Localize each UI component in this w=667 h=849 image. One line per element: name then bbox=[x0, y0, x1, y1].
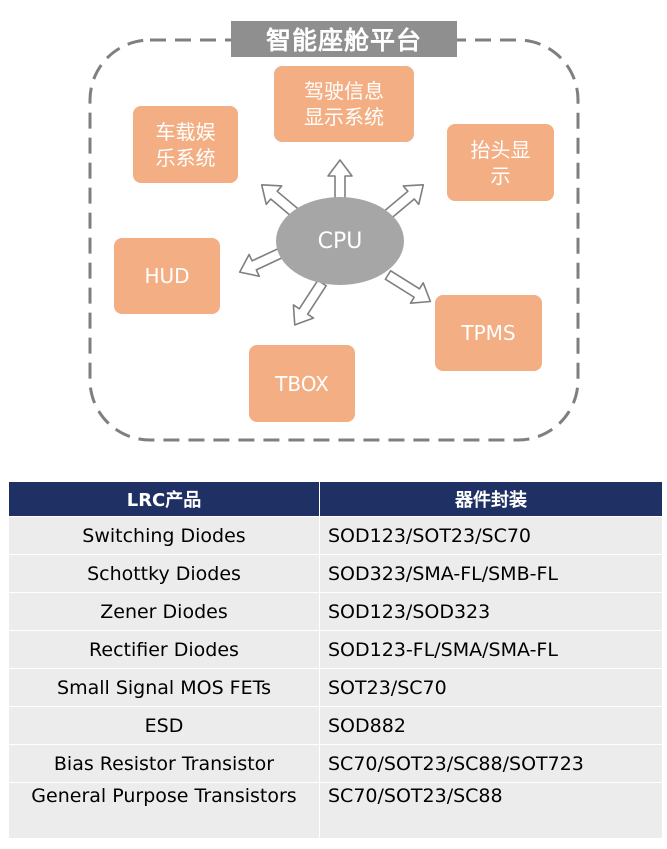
table-row: Zener Diodes SOD123/SOD323 bbox=[8, 592, 663, 631]
package-cell: SOD323/SMA-FL/SMB-FL bbox=[319, 554, 663, 593]
package-cell: SOD882 bbox=[319, 706, 663, 745]
node-infotainment: 车载娱乐系统 bbox=[133, 106, 238, 183]
node-driving-info-display: 驾驶信息显示系统 bbox=[274, 66, 414, 142]
package-cell: SOD123/SOT23/SC70 bbox=[319, 516, 663, 555]
package-cell: SC70/SOT23/SC88 bbox=[319, 782, 663, 839]
cpu-node: CPU bbox=[276, 197, 404, 285]
package-cell: SOD123/SOD323 bbox=[319, 592, 663, 631]
arrow-down-right-icon bbox=[384, 269, 432, 304]
product-cell: Bias Resistor Transistor bbox=[8, 744, 320, 783]
product-cell: Zener Diodes bbox=[8, 592, 320, 631]
table-header-row: LRC产品 器件封装 bbox=[8, 481, 663, 517]
node-infotainment-label: 车载娱乐系统 bbox=[155, 119, 216, 170]
package-cell: SC70/SOT23/SC88/SOT723 bbox=[319, 744, 663, 783]
header-product: LRC产品 bbox=[8, 481, 320, 517]
node-tpms-label: TPMS bbox=[461, 321, 516, 345]
table-row: General Purpose Transistors SC70/SOT23/S… bbox=[8, 782, 663, 839]
node-hud: HUD bbox=[114, 238, 220, 314]
table-row: Switching Diodes SOD123/SOT23/SC70 bbox=[8, 516, 663, 555]
platform-title: 智能座舱平台 bbox=[231, 21, 457, 57]
header-package: 器件封装 bbox=[319, 481, 663, 517]
table-row: Rectifier Diodes SOD123-FL/SMA/SMA-FL bbox=[8, 630, 663, 669]
node-driving-label: 驾驶信息显示系统 bbox=[304, 79, 384, 129]
table-row: Bias Resistor Transistor SC70/SOT23/SC88… bbox=[8, 744, 663, 783]
product-cell: Rectifier Diodes bbox=[8, 630, 320, 669]
node-hud-display-label: 抬头显示 bbox=[470, 137, 531, 188]
node-tbox-label: TBOX bbox=[275, 371, 329, 396]
node-tbox: TBOX bbox=[249, 345, 355, 422]
node-tpms: TPMS bbox=[435, 295, 542, 371]
cpu-label: CPU bbox=[317, 228, 363, 254]
arrow-down-left-icon bbox=[292, 279, 327, 326]
package-cell: SOT23/SC70 bbox=[319, 668, 663, 707]
node-hud-label: HUD bbox=[144, 264, 190, 288]
table-row: Schottky Diodes SOD323/SMA-FL/SMB-FL bbox=[8, 554, 663, 593]
product-cell: General Purpose Transistors bbox=[8, 782, 320, 839]
product-cell: ESD bbox=[8, 706, 320, 745]
product-cell: Switching Diodes bbox=[8, 516, 320, 555]
package-cell: SOD123-FL/SMA/SMA-FL bbox=[319, 630, 663, 669]
package-table: LRC产品 器件封装 Switching Diodes SOD123/SOT23… bbox=[8, 481, 663, 839]
table-row: Small Signal MOS FETs SOT23/SC70 bbox=[8, 668, 663, 707]
table-row: ESD SOD882 bbox=[8, 706, 663, 745]
product-cell: Schottky Diodes bbox=[8, 554, 320, 593]
arrows bbox=[238, 159, 432, 326]
product-cell: Small Signal MOS FETs bbox=[8, 668, 320, 707]
node-head-up-display: 抬头显示 bbox=[447, 124, 554, 201]
